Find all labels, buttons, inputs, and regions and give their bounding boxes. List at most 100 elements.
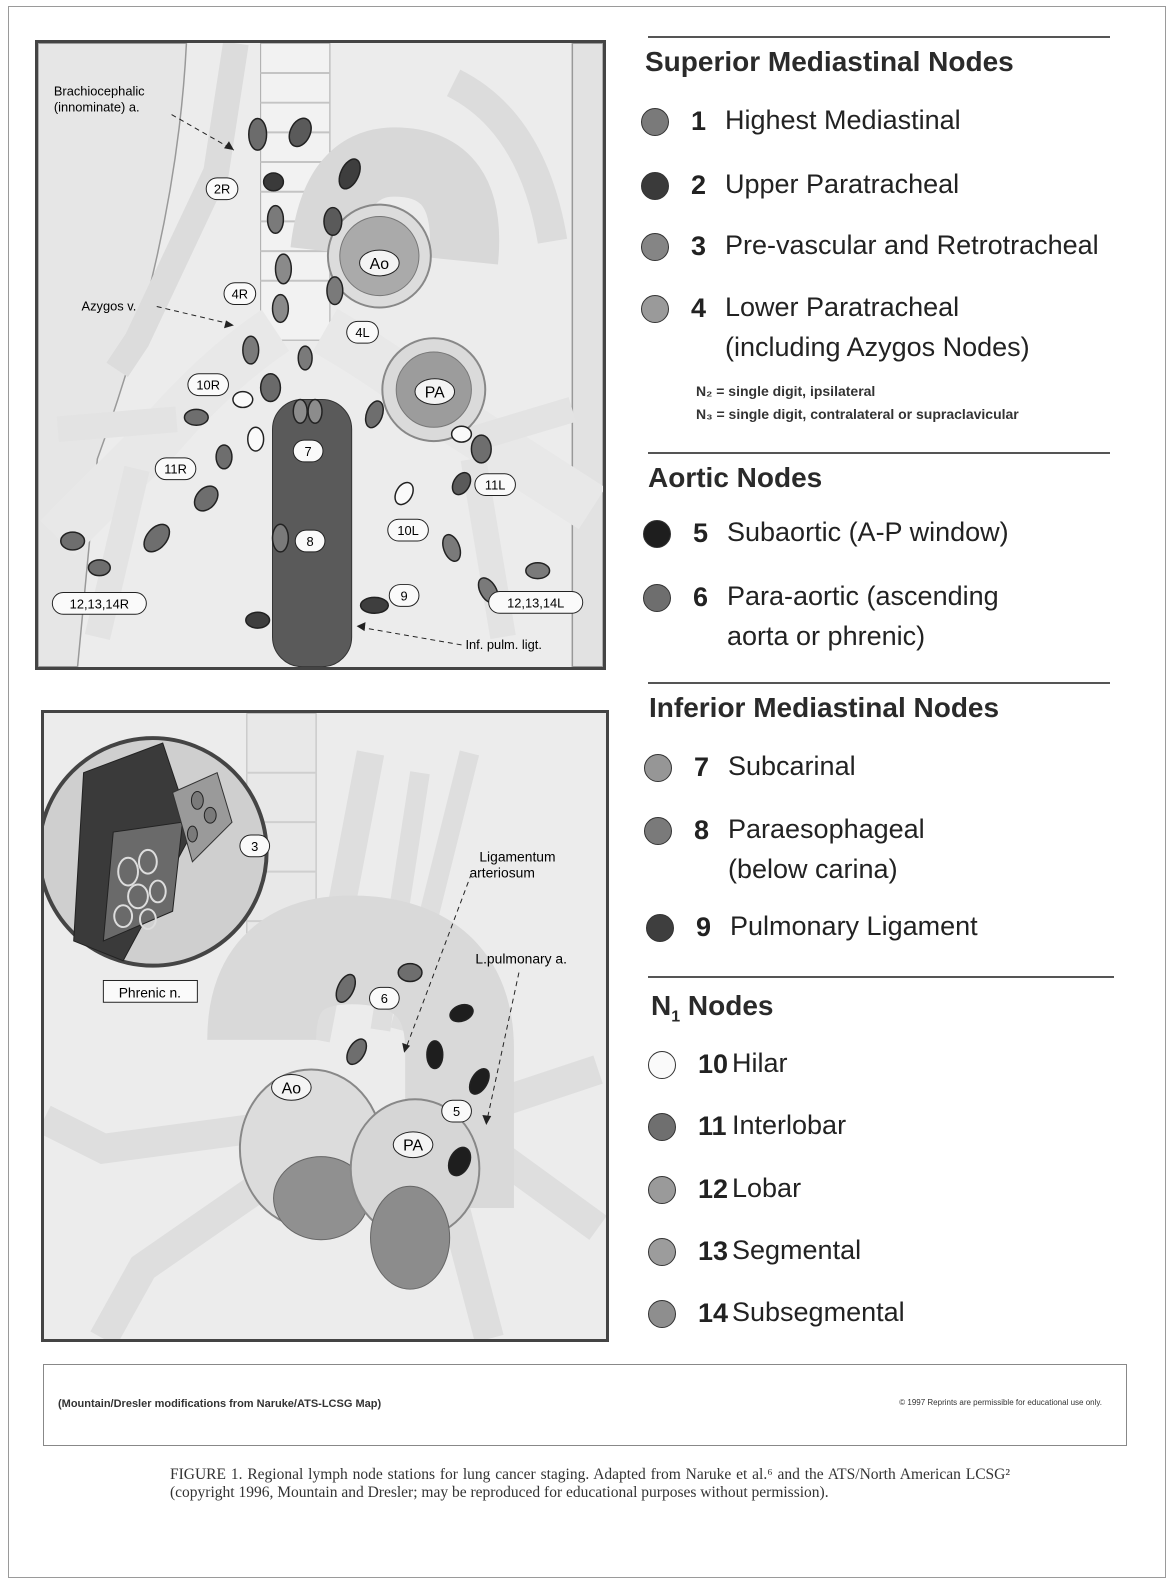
station-name: Subcarinal [728, 746, 856, 786]
node-color-dot [641, 233, 669, 261]
station-number: 2 [691, 170, 725, 201]
top-station-label: 8 [307, 534, 314, 549]
node-color-dot [643, 520, 671, 548]
top-station-label: 9 [401, 588, 408, 603]
top-station-label: 4R [232, 287, 248, 302]
node-color-dot [648, 1113, 676, 1141]
station-number: 7 [694, 752, 728, 783]
station-number: 5 [693, 518, 727, 549]
top-station-label: 4L [355, 325, 369, 340]
n2-note: N₂ = single digit, ipsilateral [696, 383, 875, 399]
node-color-dot [648, 1051, 676, 1079]
top-station-label: 11R [164, 462, 187, 477]
inf-pulm-label: Inf. pulm. ligt. [465, 637, 541, 652]
section-title-inferior: Inferior Mediastinal Nodes [649, 692, 999, 724]
top-station-label: 7 [305, 444, 312, 459]
station-name: Lobar [732, 1168, 801, 1208]
station-number: 9 [696, 912, 730, 943]
station-name: Hilar [732, 1043, 788, 1083]
node-color-dot [648, 1300, 676, 1328]
credit-copyright: © 1997 Reprints are permissible for educ… [899, 1398, 1102, 1407]
divider-4 [648, 976, 1114, 978]
section-title-n1: N1 Nodes [651, 990, 774, 1027]
legend-item-14: 14Subsegmental [648, 1298, 905, 1332]
legend-item-8: 8Paraesophageal(below carina) [644, 815, 925, 889]
station-number: 10 [698, 1049, 732, 1080]
azygos-label: Azygos v. [82, 298, 137, 313]
figure-caption: FIGURE 1. Regional lymph node stations f… [170, 1466, 1010, 1502]
station-name: Upper Paratracheal [725, 164, 959, 204]
station-name: Pre-vascular and Retrotracheal [725, 225, 1099, 265]
top-station-label: 12,13,14L [507, 595, 564, 610]
top-station-label: 10L [397, 523, 418, 538]
top-anatomy-panel: Ao PA 2R 4R 4L 10R 7 11R 11L 10L 8 12,13,14R 9 12,1… [35, 40, 606, 670]
node-color-dot [641, 108, 669, 136]
station-name: Pulmonary Ligament [730, 906, 978, 946]
station-number: 14 [698, 1298, 732, 1329]
station-name: Subaortic (A-P window) [727, 512, 1009, 552]
station-number: 1 [691, 106, 725, 137]
section-title-aortic: Aortic Nodes [648, 462, 822, 494]
divider-3 [648, 682, 1110, 684]
inf-pulm-arrow [360, 627, 462, 645]
station-number: 12 [698, 1174, 732, 1205]
top-station-label: 2R [214, 182, 230, 197]
node-color-dot [644, 817, 672, 845]
bottom-station-label: 6 [381, 991, 388, 1006]
brachiocephalic-label: Brachiocephalic(innominate) a. [54, 84, 145, 115]
top-anatomy-diagram: Ao PA 2R 4R 4L 10R 7 11R 11L 10L 8 12,13,14R 9 12,1… [38, 43, 603, 667]
divider-1 [648, 36, 1110, 38]
azygos-arrow [157, 307, 232, 325]
station-name: Lower Paratracheal(including Azygos Node… [725, 287, 1030, 367]
station-number: 4 [691, 293, 725, 324]
phrenic-label: Phrenic n. [119, 984, 181, 1000]
top-station-label: 12,13,14R [70, 596, 129, 611]
station-number: 8 [694, 815, 728, 846]
bottom-station-label: 3 [251, 839, 258, 854]
n3-note: N₃ = single digit, contralateral or supr… [696, 406, 1019, 422]
node-color-dot [648, 1176, 676, 1204]
station-number: 3 [691, 231, 725, 262]
bottom-pa-label: PA [403, 1138, 423, 1155]
section-title-superior: Superior Mediastinal Nodes [645, 46, 1014, 78]
station-number: 13 [698, 1236, 732, 1267]
station-name: Interlobar [732, 1105, 846, 1145]
top-station-label: 10R [196, 378, 220, 393]
station-name: Paraesophageal(below carina) [728, 809, 925, 889]
node-color-dot [641, 172, 669, 200]
node-color-dot [644, 754, 672, 782]
node-color-dot [641, 295, 669, 323]
bottom-ao-label: Ao [282, 1080, 302, 1097]
credit-box: (Mountain/Dresler modifications from Nar… [43, 1364, 1127, 1446]
ao-label: Ao [370, 256, 390, 273]
bottom-station-label: 5 [453, 1104, 460, 1119]
station-number: 6 [693, 582, 727, 613]
station-name: Subsegmental [732, 1292, 905, 1332]
divider-2 [648, 452, 1110, 454]
credit-source: (Mountain/Dresler modifications from Nar… [58, 1398, 381, 1410]
node-color-dot [646, 914, 674, 942]
station-name: Segmental [732, 1230, 861, 1270]
node-color-dot [648, 1238, 676, 1266]
station-number: 11 [698, 1111, 732, 1142]
top-station-label: 11L [485, 478, 506, 493]
l-pulmonary-label: L.pulmonary a. [475, 951, 567, 967]
station-name: Highest Mediastinal [725, 100, 961, 140]
pa-label: PA [425, 385, 445, 402]
node-color-dot [643, 584, 671, 612]
